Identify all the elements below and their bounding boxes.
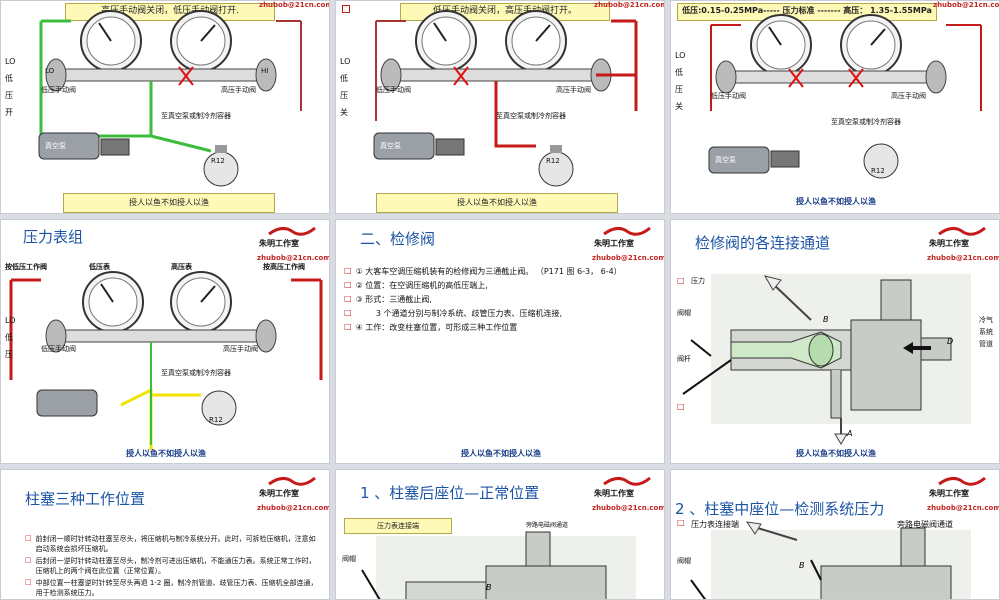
manifold-gauge-diagram — [671, 1, 1000, 214]
proverb-caption: 授人以鱼不如授人以渔 — [101, 448, 231, 459]
proverb-caption: 授人以鱼不如授人以渔 — [771, 448, 901, 459]
manifold-gauge-diagram — [1, 220, 330, 464]
svg-text:B: B — [823, 315, 829, 324]
slide-title: 柱塞三种工作位置 — [25, 488, 145, 509]
list-item: □④ 工作：改变柱塞位置，可形成三种工作位置 — [344, 322, 654, 334]
container-label: 至真空泵或制冷剂容器 — [161, 368, 231, 378]
hi-valve-label: 高压手动阀 — [223, 344, 258, 354]
pump-label: 真空泵 — [715, 155, 736, 165]
slide-thumbnail-7[interactable]: 柱塞三种工作位置 朱明工作室 zhubob@21cn.com □前封闭一顺时针转… — [0, 469, 330, 600]
list-item: □③ 形式：三通截止阀, — [344, 294, 654, 306]
r12-label: R12 — [209, 416, 223, 424]
slide-title: 二、检修阀 — [360, 228, 435, 249]
site-email: zhubob@21cn.com — [257, 504, 330, 512]
r12-label: R12 — [546, 157, 560, 165]
r12-label: R12 — [211, 157, 225, 165]
proverb-caption: 授人以鱼不如授人以渔 — [436, 448, 566, 459]
lo-label: LO — [45, 67, 54, 75]
container-label: 至真空泵或制冷剂容器 — [161, 111, 231, 121]
bullet-list: □① 大客车空调压缩机装有的检修阀为三通截止阀。 （P171 图 6-3， 6-… — [344, 266, 654, 334]
slide-thumbnail-6[interactable]: 检修阀的各连接通道 朱明工作室 zhubob@21cn.com □ □ 压力 阀… — [670, 219, 1000, 464]
manifold-gauge-diagram — [1, 1, 330, 214]
lo-valve-label: 低压手动阀 — [41, 85, 76, 95]
pump-label: 真空泵 — [45, 141, 66, 151]
bullet-list: □前封闭一顺时针转动柱塞至尽头，将压缩机与制冷系统分开。此时，可拆检压缩机，注意… — [25, 534, 321, 598]
hi-valve-label: 高压手动阀 — [221, 85, 256, 95]
slide-thumbnail-3[interactable]: 低压:0.15-0.25MPa----- 压力标准 ------- 高压： 1.… — [670, 0, 1000, 214]
slide-thumbnail-4[interactable]: 压力表组 朱明工作室 zhubob@21cn.com 按低压工作阀 低压表 高压… — [0, 219, 330, 464]
service-valve-diagram: B — [671, 470, 1000, 600]
proverb-box: 授人以鱼不如授人以渔 — [63, 193, 275, 213]
container-label: 至真空泵或制冷剂容器 — [496, 111, 566, 121]
slide-thumbnail-2[interactable]: 低压手动阀关闭，高压手动阀打开。 zhubob@21cn.com 至真空泵或制冷… — [335, 0, 665, 214]
proverb-caption: 授人以鱼不如授人以渔 — [771, 196, 901, 207]
list-item: □后封闭一逆时针转动柱塞至尽头，制冷剂可进出压缩机，不能通压力表。系统正常工作时… — [25, 556, 321, 576]
slide-thumbnail-8[interactable]: 1 、柱塞后座位—正常位置 朱明工作室 zhubob@21cn.com 压力表连… — [335, 469, 665, 600]
service-valve-diagram: B D A — [671, 220, 1000, 464]
lo-valve-label: 低压手动阀 — [41, 344, 76, 354]
list-item: □前封闭一顺时针转动柱塞至尽头，将压缩机与制冷系统分开。此时，可拆检压缩机，注意… — [25, 534, 321, 554]
hi-valve-label: 高压手动阀 — [556, 85, 591, 95]
list-item: □② 位置：在空调压缩机的高低压端上, — [344, 280, 654, 292]
service-valve-diagram: B — [336, 470, 665, 600]
studio-logo: 朱明工作室 — [598, 224, 654, 244]
svg-text:A: A — [846, 429, 852, 438]
site-email: zhubob@21cn.com — [592, 254, 665, 262]
r12-label: R12 — [871, 167, 885, 175]
slide-thumbnail-9[interactable]: 2 、柱塞中座位—检测系统压力 朱明工作室 zhubob@21cn.com □ … — [670, 469, 1000, 600]
proverb-box: 授人以鱼不如授人以渔 — [376, 193, 618, 213]
container-label: 至真空泵或制冷剂容器 — [831, 117, 901, 127]
studio-logo: 朱明工作室 — [263, 474, 319, 494]
lo-valve-label: 低压手动阀 — [376, 85, 411, 95]
hi-label: HI — [261, 67, 268, 75]
list-item: □中部位置一柱塞逆时针转至尽头再退 1-2 圈，制冷剂管道、歧管压力表、压缩机全… — [25, 578, 321, 598]
slide-thumbnail-1[interactable]: 高压手动阀关闭，低压手动阀打开. zhubob@21cn.com 至真空泵或制冷… — [0, 0, 330, 214]
slide-thumbnail-5[interactable]: 二、检修阀 朱明工作室 zhubob@21cn.com □① 大客车空调压缩机装… — [335, 219, 665, 464]
pump-label: 真空泵 — [380, 141, 401, 151]
hi-valve-label: 高压手动阀 — [891, 91, 926, 101]
svg-text:D: D — [947, 337, 953, 346]
svg-text:B: B — [486, 583, 492, 592]
manifold-gauge-diagram — [336, 1, 665, 214]
list-item: □① 大客车空调压缩机装有的检修阀为三通截止阀。 （P171 图 6-3， 6-… — [344, 266, 654, 278]
lo-valve-label: 低压手动阀 — [711, 91, 746, 101]
list-item: □ 3 个通道分别与制冷系统、歧管压力表、压缩机连接, — [344, 308, 654, 320]
svg-text:B: B — [799, 561, 805, 570]
